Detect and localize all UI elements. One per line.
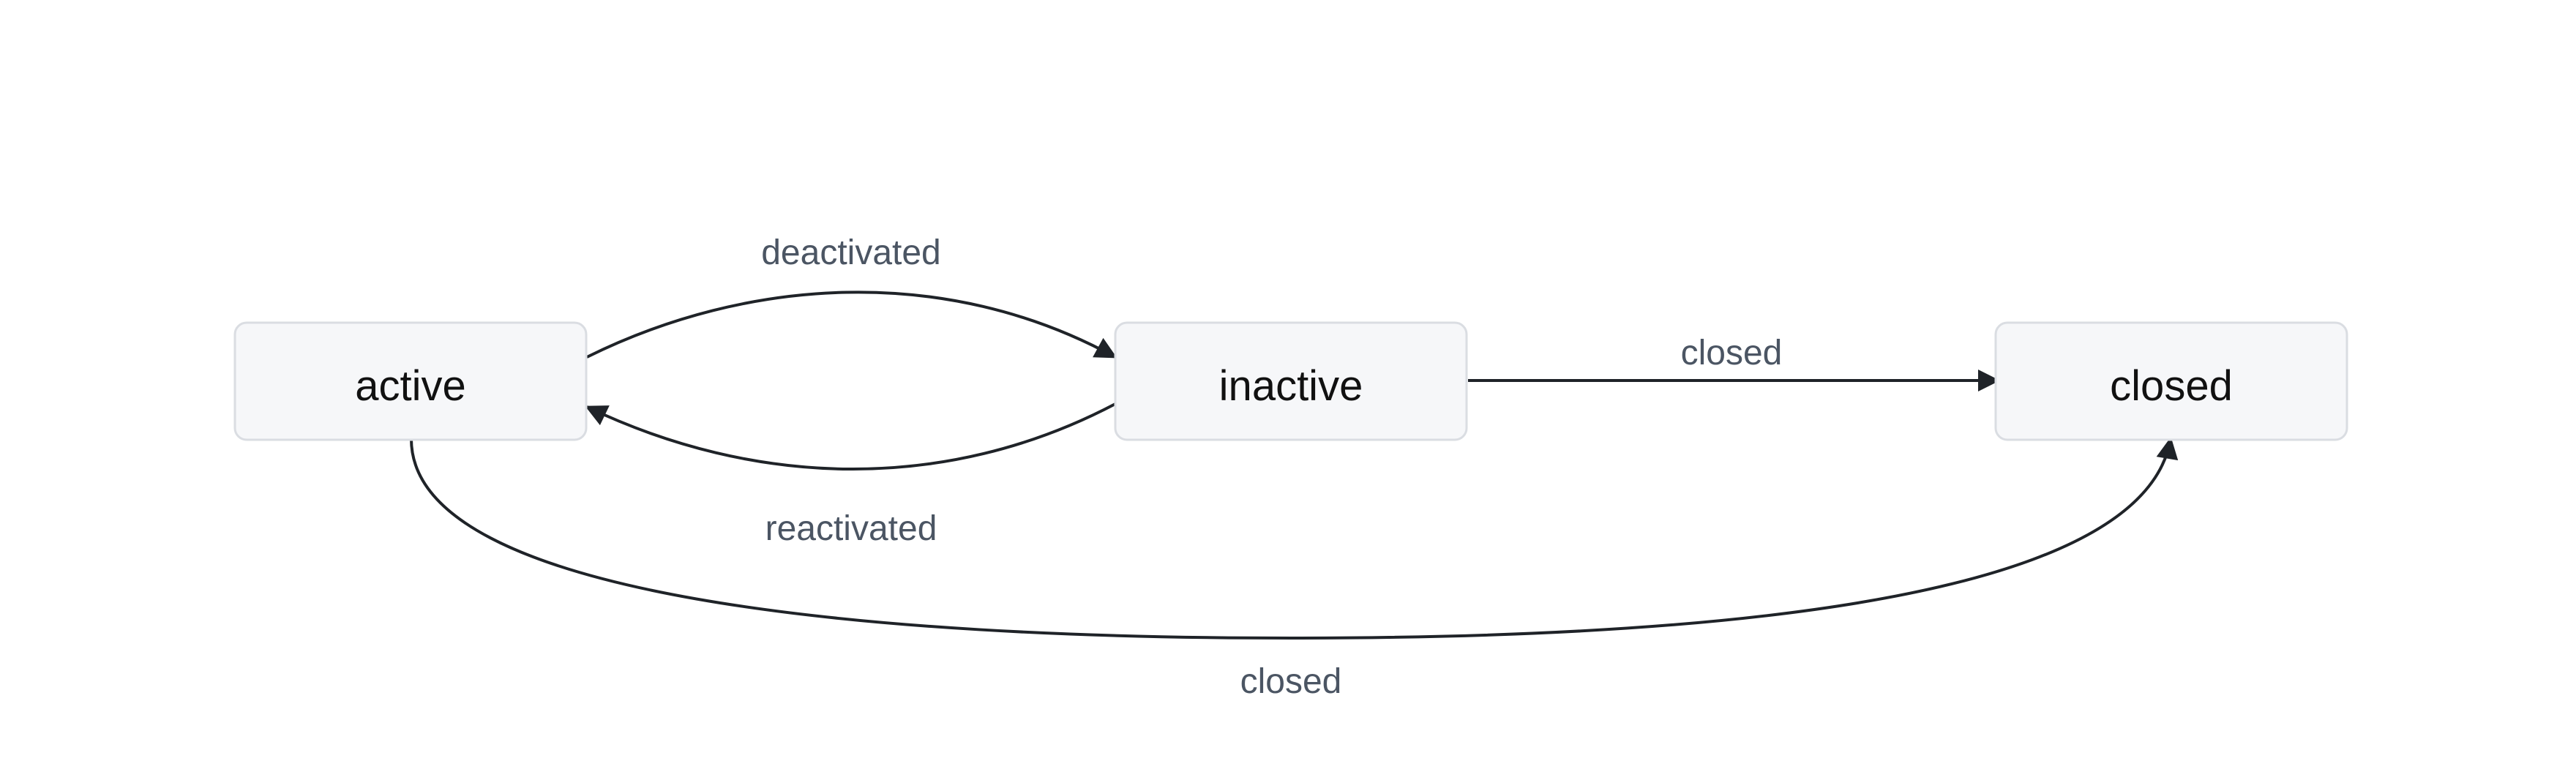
state-node-closed[interactable]: closed	[1994, 321, 2348, 441]
transition-inactive-to-active: reactivated	[585, 402, 1116, 548]
state-label-inactive: inactive	[1219, 362, 1363, 410]
edge-label-closed-bottom: closed	[1240, 662, 1342, 701]
transition-active-to-closed: closed	[410, 437, 2179, 701]
state-box-active	[233, 321, 588, 441]
transition-inactive-to-closed: closed	[1468, 334, 2000, 391]
state-node-inactive[interactable]: inactive	[1114, 321, 1468, 441]
edge-label-closed-top: closed	[1681, 334, 1783, 372]
state-box-inactive	[1114, 321, 1468, 441]
state-node-active[interactable]: active	[233, 321, 588, 441]
edge-label-deactivated: deactivated	[761, 233, 941, 272]
state-label-closed: closed	[2110, 362, 2233, 410]
edge-label-reactivated: reactivated	[765, 509, 937, 548]
transition-active-to-inactive: deactivated	[586, 233, 1117, 359]
state-box-closed	[1994, 321, 2348, 441]
state-label-active: active	[355, 362, 466, 410]
edge-inactive-to-active	[585, 402, 1116, 471]
edge-active-to-inactive	[586, 290, 1117, 359]
edge-active-to-closed	[410, 437, 2179, 640]
